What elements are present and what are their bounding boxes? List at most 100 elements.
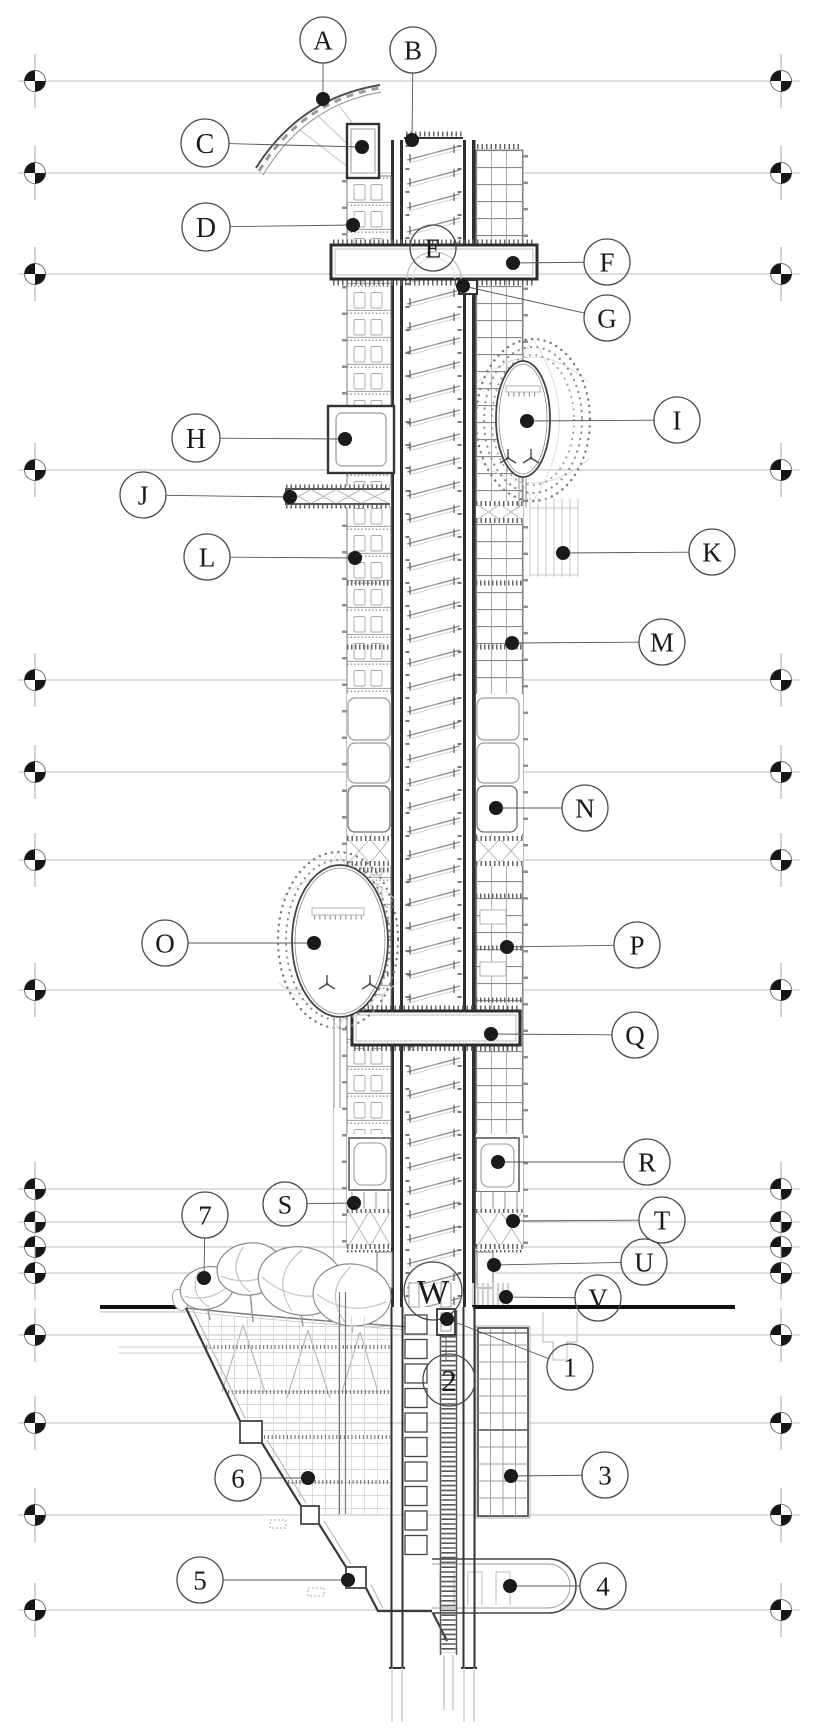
pod-left	[276, 850, 400, 1108]
datum-marker	[24, 1307, 46, 1363]
leader-line	[493, 1262, 622, 1266]
leader-line	[229, 224, 354, 228]
callout-label: 1	[563, 1353, 577, 1383]
truss-right-upper	[476, 501, 523, 523]
leader-dot	[520, 414, 534, 428]
facade-panels	[347, 694, 523, 834]
callout-6: 6	[214, 1454, 315, 1502]
callout-4: 4	[503, 1562, 627, 1610]
leader-dot	[355, 140, 369, 154]
callout-label: F	[599, 248, 614, 278]
callout-7: 7	[181, 1191, 229, 1285]
leader-dot	[506, 256, 520, 270]
callout-label: O	[155, 929, 175, 959]
callout-label: J	[138, 481, 149, 511]
callout-O: O	[141, 919, 321, 967]
datum-marker	[770, 962, 792, 1018]
datum-marker	[24, 53, 46, 109]
datum-marker	[770, 1487, 792, 1543]
datum-marker	[770, 1307, 792, 1363]
leader-dot	[283, 490, 297, 504]
leader-line	[411, 72, 414, 141]
callout-circle	[389, 26, 437, 74]
leader-dot	[484, 1027, 498, 1041]
callout-Q: Q	[484, 1011, 659, 1059]
callout-label: H	[186, 424, 206, 455]
leader-dot	[347, 1196, 361, 1210]
leader-line	[229, 556, 356, 559]
callout-circle	[299, 16, 347, 64]
callout-I: I	[520, 396, 701, 444]
leader-dot	[316, 92, 330, 106]
leader-dot	[197, 1271, 211, 1285]
callout-H: H	[171, 413, 352, 463]
datum-marker	[24, 246, 46, 302]
leader-line	[490, 1033, 613, 1036]
datum-marker	[24, 145, 46, 201]
callout-label: I	[673, 406, 682, 436]
callout-label: E	[425, 234, 442, 264]
callout-K: K	[556, 528, 736, 576]
datum-marker	[24, 442, 46, 498]
callout-label: R	[638, 1148, 656, 1178]
callout-3: 3	[504, 1451, 629, 1499]
leader-dot	[346, 218, 360, 232]
leader-line	[562, 551, 690, 554]
callout-E: E	[409, 224, 457, 272]
callout-V: V	[499, 1274, 622, 1322]
leader-line	[505, 1296, 576, 1299]
callout-M: M	[505, 618, 686, 666]
callout-label: 7	[198, 1201, 212, 1231]
level-gridline	[18, 53, 800, 109]
callout-circle	[688, 528, 736, 576]
leader-dot	[440, 1312, 454, 1326]
leader-dot	[505, 636, 519, 650]
callout-circle	[183, 533, 231, 581]
callout-label: P	[629, 931, 644, 961]
leader-line	[446, 1318, 549, 1360]
callout-label: W	[417, 1274, 450, 1311]
leader-dot	[348, 551, 362, 565]
callout-circle	[422, 1353, 476, 1407]
callout-circle	[409, 224, 457, 272]
leader-dot	[504, 1469, 518, 1483]
callout-label: T	[654, 1206, 671, 1236]
callout-P: P	[500, 921, 661, 969]
callout-label: A	[313, 26, 333, 56]
callout-circle	[574, 1274, 622, 1322]
callout-circle	[546, 1343, 594, 1391]
basement-right-grid	[475, 1325, 531, 1519]
leader-dot	[338, 432, 352, 446]
callout-D: D	[181, 202, 360, 252]
leader-line	[306, 1202, 355, 1205]
truss-rows	[347, 501, 523, 1250]
leader-dot	[499, 1290, 513, 1304]
datum-marker	[770, 246, 792, 302]
callout-label: 5	[193, 1566, 207, 1596]
datum-marker	[24, 744, 46, 800]
datum-marker	[770, 53, 792, 109]
leader-line	[506, 944, 615, 948]
datum-marker	[770, 442, 792, 498]
datum-marker	[770, 832, 792, 888]
callout-F: F	[506, 238, 631, 286]
datum-marker	[24, 652, 46, 708]
cantilever-truss-arm	[285, 484, 391, 509]
callout-circle	[171, 413, 221, 463]
leader-dot	[503, 1579, 517, 1593]
callout-R: R	[491, 1138, 671, 1186]
callout-circle	[581, 1451, 629, 1499]
datum-marker	[24, 1487, 46, 1543]
callout-circle	[638, 618, 686, 666]
callout-label: S	[278, 1190, 292, 1219]
tower-linework	[100, 84, 735, 1722]
leader-dot	[489, 801, 503, 815]
callout-circle	[403, 1261, 463, 1321]
datum-marker	[24, 1582, 46, 1638]
datum-marker	[24, 832, 46, 888]
leader-dot	[456, 279, 470, 293]
truss-mid	[347, 836, 523, 866]
suspended-cables	[529, 498, 579, 577]
callout-circle	[620, 1238, 668, 1286]
